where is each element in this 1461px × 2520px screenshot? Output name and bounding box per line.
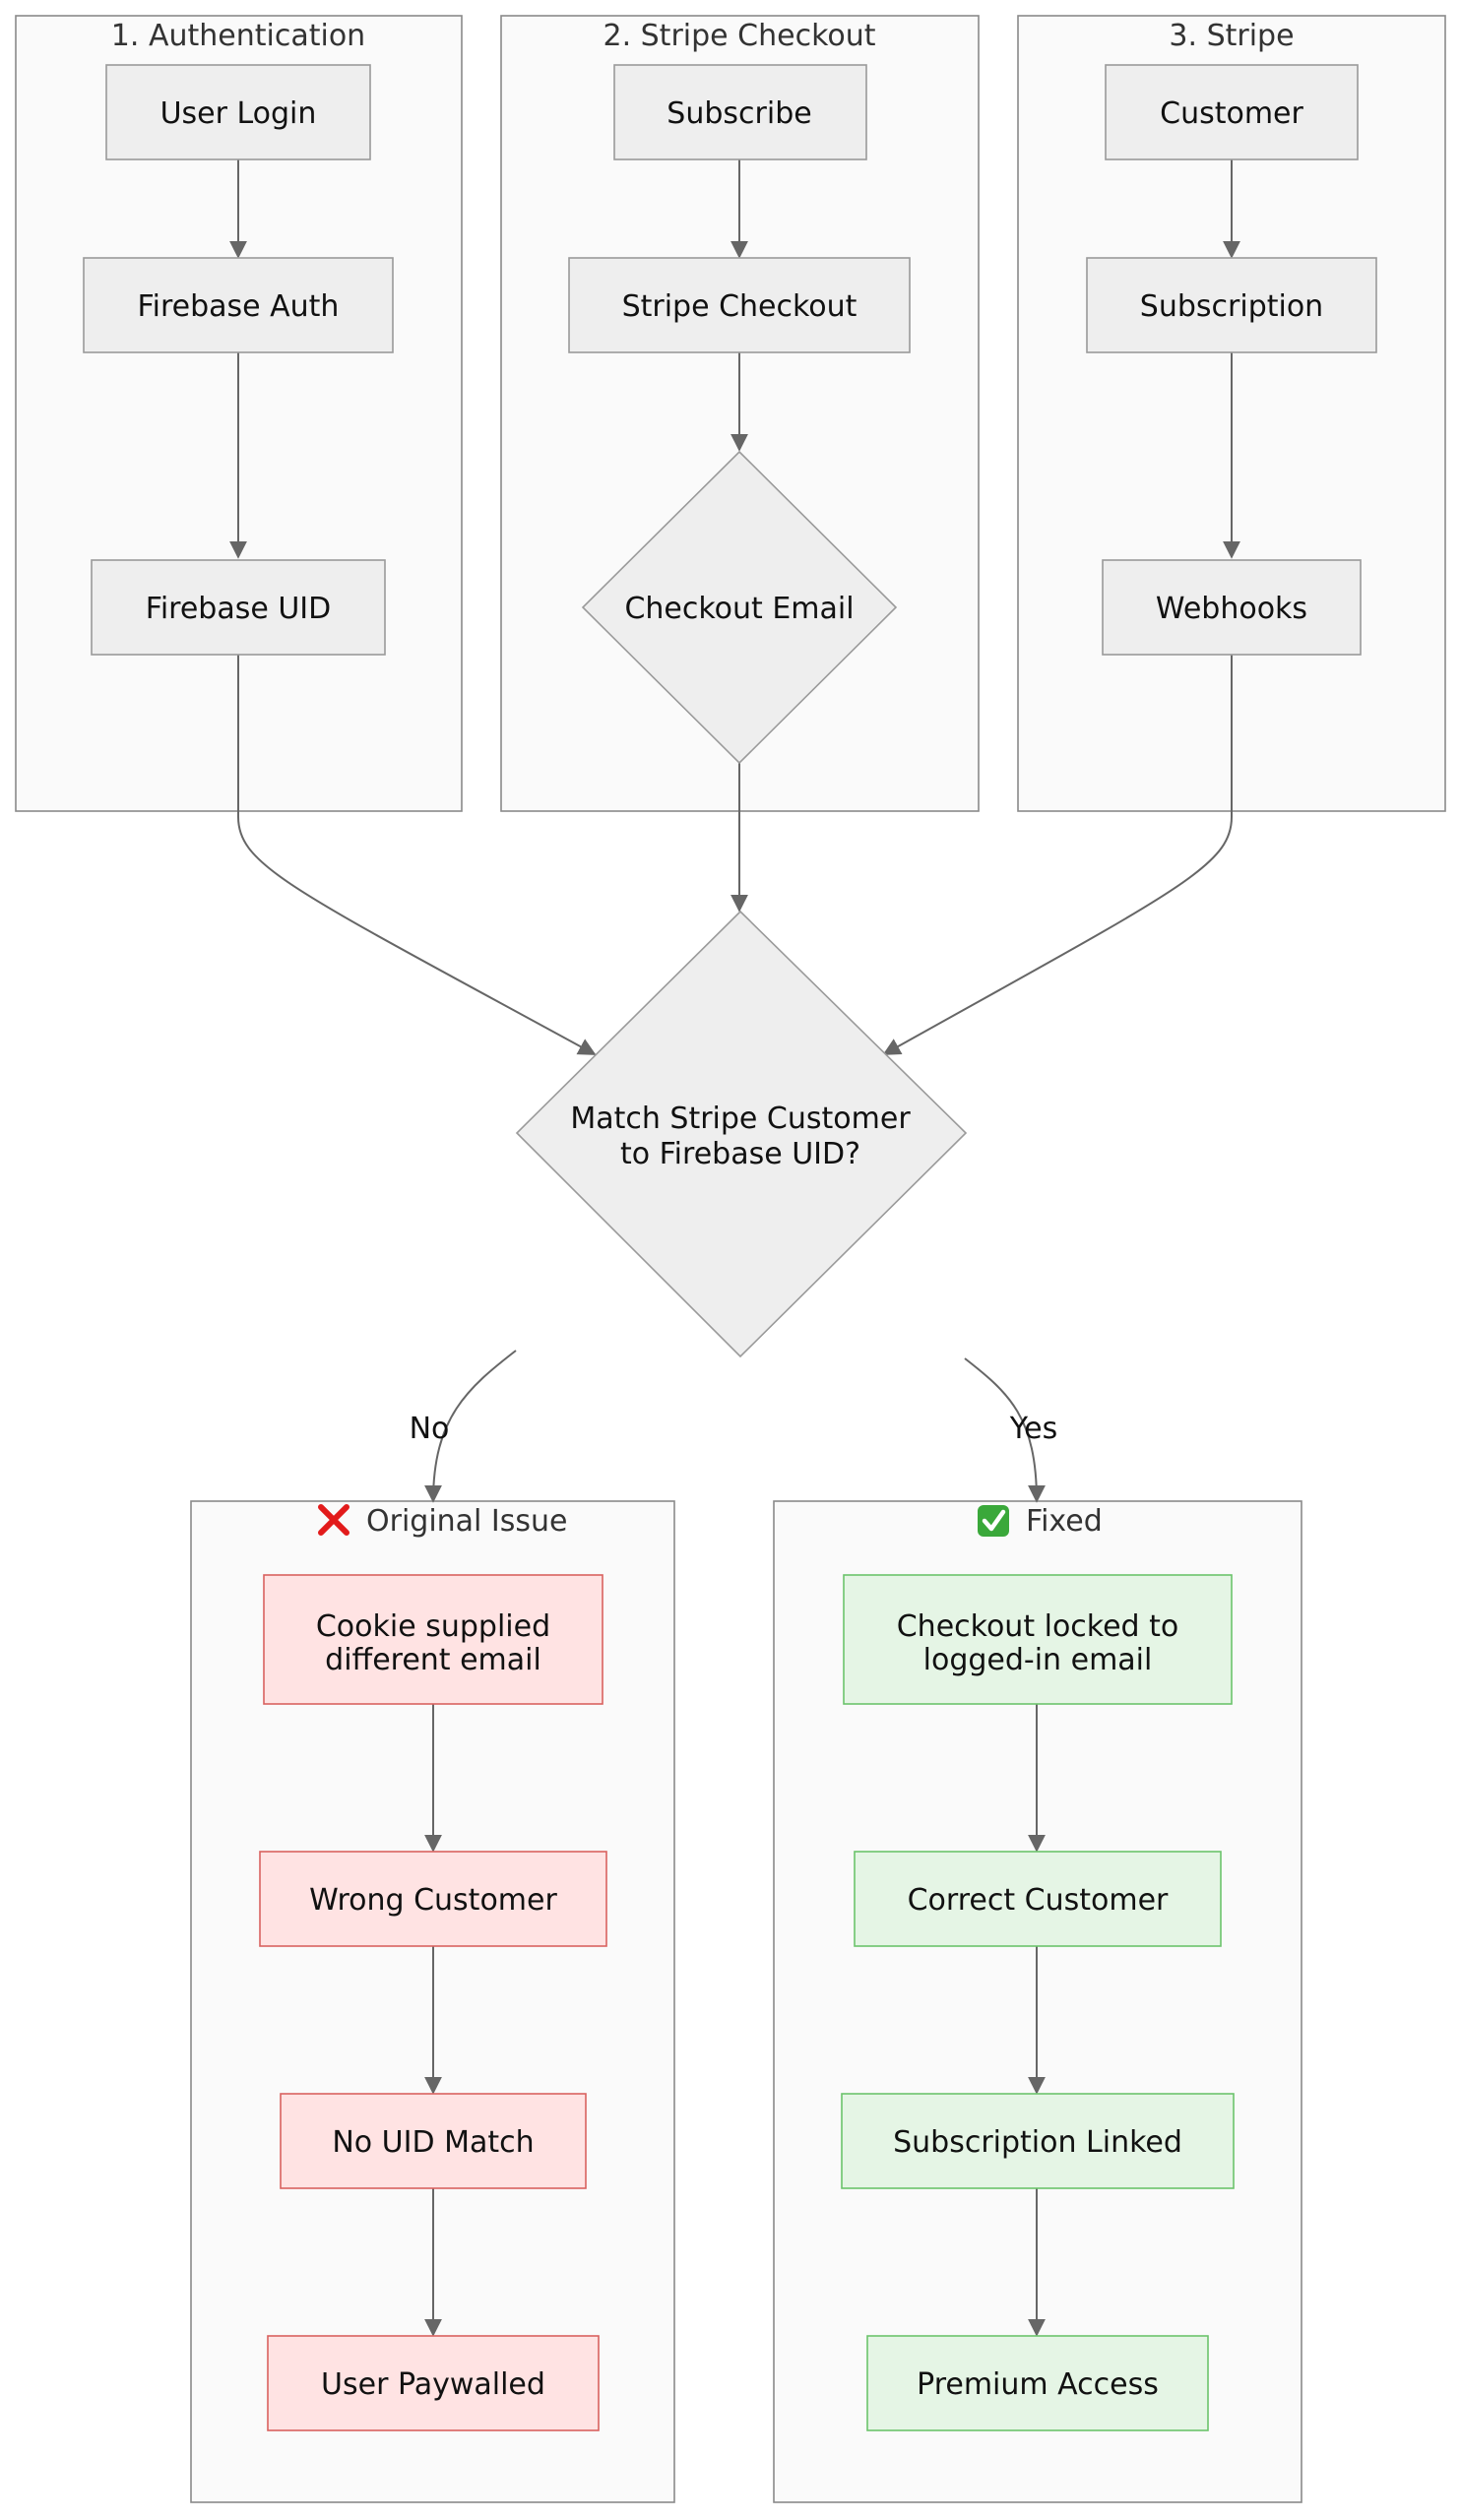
node-fixed-locked: Checkout locked to logged-in email — [843, 1574, 1233, 1705]
node-label-checkout-email: Checkout Email — [624, 592, 854, 626]
node-label-stripe-checkout: Stripe Checkout — [622, 289, 858, 324]
node-label-issue-cookie-line2: different email — [325, 1643, 541, 1677]
node-fixed-subscription-linked: Subscription Linked — [841, 2093, 1235, 2189]
node-user-login: User Login — [105, 64, 371, 160]
node-issue-cookie: Cookie supplied different email — [263, 1574, 603, 1705]
node-stripe-checkout: Stripe Checkout — [568, 257, 911, 353]
node-label-fixed-premium: Premium Access — [917, 2367, 1159, 2402]
node-firebase-uid: Firebase UID — [91, 559, 386, 656]
cluster-title-fixed: Fixed — [1026, 1504, 1103, 1539]
node-firebase-auth: Firebase Auth — [83, 257, 394, 353]
node-label-customer: Customer — [1160, 96, 1303, 131]
edge-webhooks-to-match — [882, 655, 1233, 1055]
node-webhooks: Webhooks — [1102, 559, 1362, 656]
edge-match-to-fixed — [964, 1357, 1046, 1503]
node-checkout-email: Checkout Email — [581, 450, 898, 765]
node-fixed-correct-customer: Correct Customer — [854, 1851, 1222, 1947]
node-label-subscription: Subscription — [1140, 289, 1323, 324]
node-issue-wrong-customer: Wrong Customer — [259, 1851, 607, 1947]
node-label-webhooks: Webhooks — [1156, 592, 1307, 626]
cross-mark-icon — [318, 1504, 349, 1536]
cluster-title-stripe-checkout: 2. Stripe Checkout — [603, 19, 875, 53]
node-label-issue-no-uid: No UID Match — [332, 2125, 534, 2160]
node-label-firebase-auth: Firebase Auth — [138, 289, 340, 324]
node-issue-no-uid: No UID Match — [280, 2093, 587, 2189]
node-customer: Customer — [1105, 64, 1359, 160]
node-label-fixed-subscription-linked: Subscription Linked — [893, 2125, 1182, 2160]
cluster-title-authentication: 1. Authentication — [111, 19, 365, 53]
node-label-fixed-correct-customer: Correct Customer — [908, 1883, 1169, 1918]
node-label-issue-wrong-customer: Wrong Customer — [309, 1883, 557, 1918]
node-label-subscribe: Subscribe — [667, 96, 811, 131]
node-label-issue-paywalled: User Paywalled — [321, 2367, 545, 2402]
node-match-decision: Match Stripe Customer to Firebase UID? — [515, 910, 968, 1358]
edges — [229, 159, 1240, 2337]
edge-match-to-issue — [424, 1350, 517, 1503]
node-subscribe: Subscribe — [613, 64, 867, 160]
edge-label-no: No — [410, 1412, 450, 1446]
node-label-firebase-uid: Firebase UID — [146, 592, 332, 626]
node-label-issue-cookie-line1: Cookie supplied — [316, 1609, 550, 1644]
node-label-fixed-locked-line1: Checkout locked to — [897, 1609, 1179, 1644]
cluster-title-stripe: 3. Stripe — [1169, 19, 1294, 53]
cluster-title-original-issue: Original Issue — [366, 1504, 568, 1539]
node-subscription: Subscription — [1086, 257, 1377, 353]
check-mark-icon — [978, 1505, 1009, 1537]
node-issue-paywalled: User Paywalled — [267, 2335, 600, 2431]
node-label-fixed-locked-line2: logged-in email — [923, 1643, 1153, 1677]
node-label-match-line2: to Firebase UID? — [620, 1137, 860, 1171]
edge-firebase-uid-to-match — [237, 655, 597, 1055]
node-fixed-premium: Premium Access — [866, 2335, 1209, 2431]
node-label-match-line1: Match Stripe Customer — [570, 1102, 911, 1136]
edge-label-yes: Yes — [1009, 1412, 1057, 1446]
node-label-user-login: User Login — [160, 96, 317, 131]
